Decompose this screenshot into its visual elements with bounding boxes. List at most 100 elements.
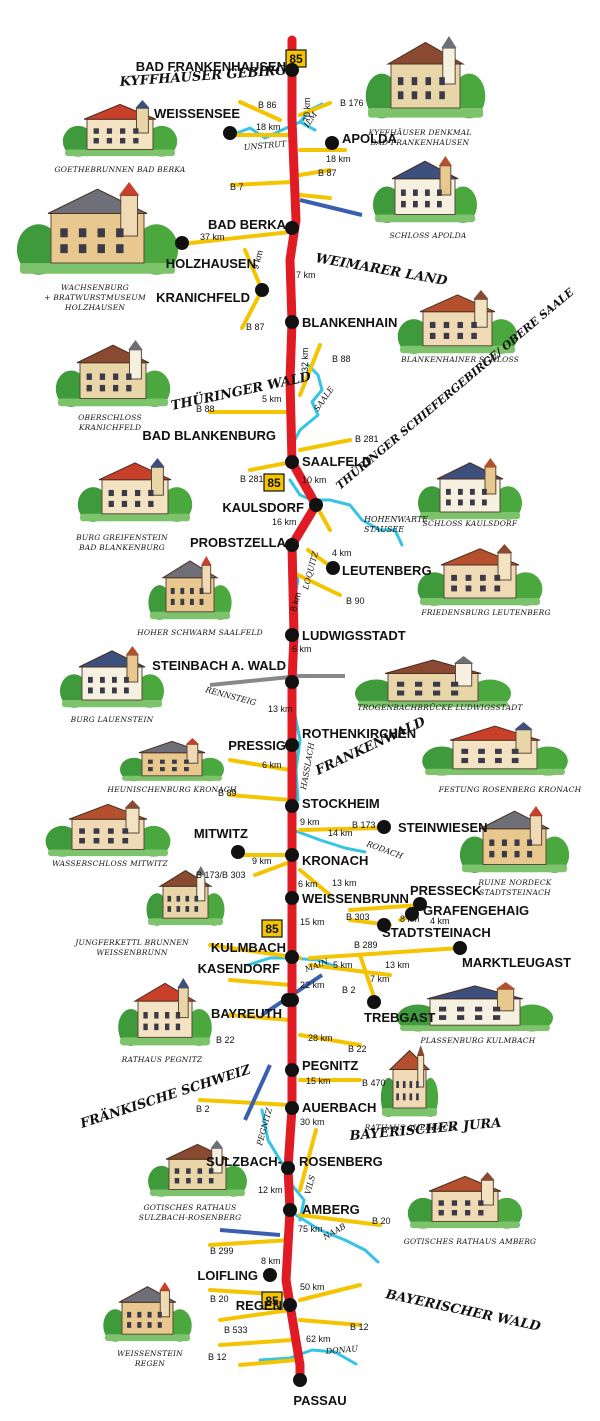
- landmark-caption-rathaus-pegnitz: RATHAUS PEGNITZ: [121, 1055, 203, 1064]
- road-line: [308, 946, 462, 960]
- town-dot: [285, 738, 299, 752]
- road-line: [228, 978, 292, 987]
- road-label-b20-north: B 20: [372, 1216, 391, 1226]
- road-label-b289: B 289: [354, 940, 378, 950]
- distance-label-d-7b: 7 km: [370, 974, 390, 984]
- route-shield: 85: [285, 49, 307, 68]
- town-dot: [283, 1298, 297, 1312]
- town-label-kronach: KRONACH: [302, 853, 368, 868]
- road-line: [298, 1318, 362, 1327]
- landmark-jungferkettl: [146, 866, 225, 926]
- town-dot: [285, 315, 299, 329]
- town-label-passau: PASSAU: [293, 1393, 346, 1408]
- landmark-friedensburg: [417, 544, 543, 606]
- distance-label-d-15a: 15 km: [300, 917, 325, 927]
- town-dot: [285, 538, 299, 552]
- town-label-bayreuth: BAYREUTH: [211, 1006, 282, 1021]
- road-label-b470: B 470: [362, 1078, 386, 1088]
- region-label-bayerischer-jura: BAYERISCHER JURA: [348, 1116, 502, 1144]
- town-label-bad-frankenhausen: BAD FRANKENHAUSEN: [136, 59, 286, 74]
- river-label-unstrut: UNSTRUT: [243, 139, 287, 152]
- town-label-trebgast: TREBGAST: [364, 1010, 436, 1025]
- town-label-sulzbach: SULZBACH-: [206, 1154, 282, 1169]
- town-dot: [285, 1101, 299, 1115]
- road-label-b88-west: B 88: [196, 404, 215, 414]
- road-line: [218, 1308, 292, 1322]
- town-label-stadtsteinach: STADTSTEINACH: [382, 925, 491, 940]
- road-line: [298, 1033, 362, 1047]
- town-dot: [377, 918, 391, 932]
- road-label-b90: B 90: [346, 596, 365, 606]
- distance-label-d-28: 28 km: [308, 1033, 333, 1043]
- landmark-blankenhainer-schloss: [397, 290, 518, 354]
- distance-label-d-weissensee: 18 km: [256, 122, 281, 132]
- distance-label-d-6c: 6 km: [298, 879, 318, 889]
- distance-label-d-8b: 8 km: [400, 914, 420, 924]
- town-dot: [285, 799, 299, 813]
- town-dot: [413, 897, 427, 911]
- landmark-wasserschloss: [45, 800, 171, 857]
- distance-label-d-14: 14 km: [328, 828, 353, 838]
- road-line: [198, 1098, 292, 1107]
- town-label-kasendorf: KASENDORF: [198, 961, 280, 976]
- distance-label-d-15b: 15 km: [306, 1076, 331, 1086]
- town-dot: [285, 675, 299, 689]
- road-line: [218, 1338, 294, 1347]
- landmark-kyffhaeuser-denkmal: [365, 36, 486, 119]
- landmark-rathaus-amberg: [407, 1172, 523, 1229]
- rennsteig-line: [209, 674, 345, 687]
- town-dot: [263, 1268, 277, 1282]
- landmark-schloss-kaulsdorf: [418, 458, 522, 520]
- town-dot: [281, 1161, 295, 1175]
- distance-label-d-16: 16 km: [272, 517, 297, 527]
- road-label-b299: B 299: [210, 1246, 234, 1256]
- road-label-b20-south: B 20: [210, 1294, 229, 1304]
- town-dot: [283, 1203, 297, 1217]
- road-label-b2-north: B 2: [342, 985, 356, 995]
- town-dot: [325, 136, 339, 150]
- landmark-layer: [16, 36, 570, 1342]
- distance-label-d-apolda: 18 km: [326, 154, 351, 164]
- town-dot: [367, 995, 381, 1009]
- town-dot: [255, 283, 269, 297]
- town-label-steinbach: STEINBACH A. WALD: [152, 658, 286, 673]
- road-line: [208, 1238, 292, 1247]
- road-label-b7: B 7: [230, 182, 244, 192]
- road-line: [238, 1358, 298, 1367]
- distance-label-d-kranichfeld: 9 km: [250, 249, 265, 270]
- landmark-rathaus-auerbach: [380, 1045, 439, 1118]
- road-label-b303: B 303: [346, 912, 370, 922]
- road-line: [248, 460, 294, 472]
- distance-label-d-13b: 13 km: [332, 878, 357, 888]
- landmark-caption-heunischenburg: HEUNISCHENBURG KRONACH: [106, 785, 236, 794]
- road-label-b2-south: B 2: [196, 1104, 210, 1114]
- town-label-probstzella: PROBSTZELLA: [190, 535, 287, 550]
- town-label-steinwiesen: STEINWIESEN: [398, 820, 488, 835]
- distance-label-d-4b: 4 km: [430, 916, 450, 926]
- road-line: [228, 1013, 292, 1022]
- town-dot: [231, 845, 245, 859]
- town-dot: [326, 561, 340, 575]
- distance-label-d-50: 50 km: [300, 1282, 325, 1292]
- town-dot: [285, 63, 299, 77]
- landmark-caption-trogenbach: TROGENBACHBRÜCKE LUDWIGSSTADT: [357, 703, 523, 712]
- road-line: [298, 193, 332, 200]
- town-label-weissensee: WEISSENSEE: [154, 106, 240, 121]
- region-label-bayerischer-wald: BAYERISCHER WALD: [383, 1287, 542, 1335]
- town-dot: [175, 236, 189, 250]
- landmark-rathaus-sulzbach: [148, 1140, 247, 1197]
- landmark-caption-friedensburg: FRIEDENSBURG LEUTENBERG: [420, 608, 550, 617]
- landmark-caption-schloss-apolda: SCHLOSS APOLDA: [390, 231, 467, 240]
- distance-label-d-13c: 13 km: [385, 960, 410, 970]
- road-label-b281-east: B 281: [355, 434, 379, 444]
- distance-label-d-30: 30 km: [300, 1117, 325, 1127]
- town-label-mitwitz: MITWITZ: [194, 826, 248, 841]
- river-line: [291, 828, 367, 854]
- town-label-weissenbrunn: WEISSENBRUNN: [302, 891, 409, 906]
- motorway-line: [299, 198, 363, 217]
- route-shield: 85: [261, 1291, 283, 1310]
- distance-label-d-leutenberg: 4 km: [332, 548, 352, 558]
